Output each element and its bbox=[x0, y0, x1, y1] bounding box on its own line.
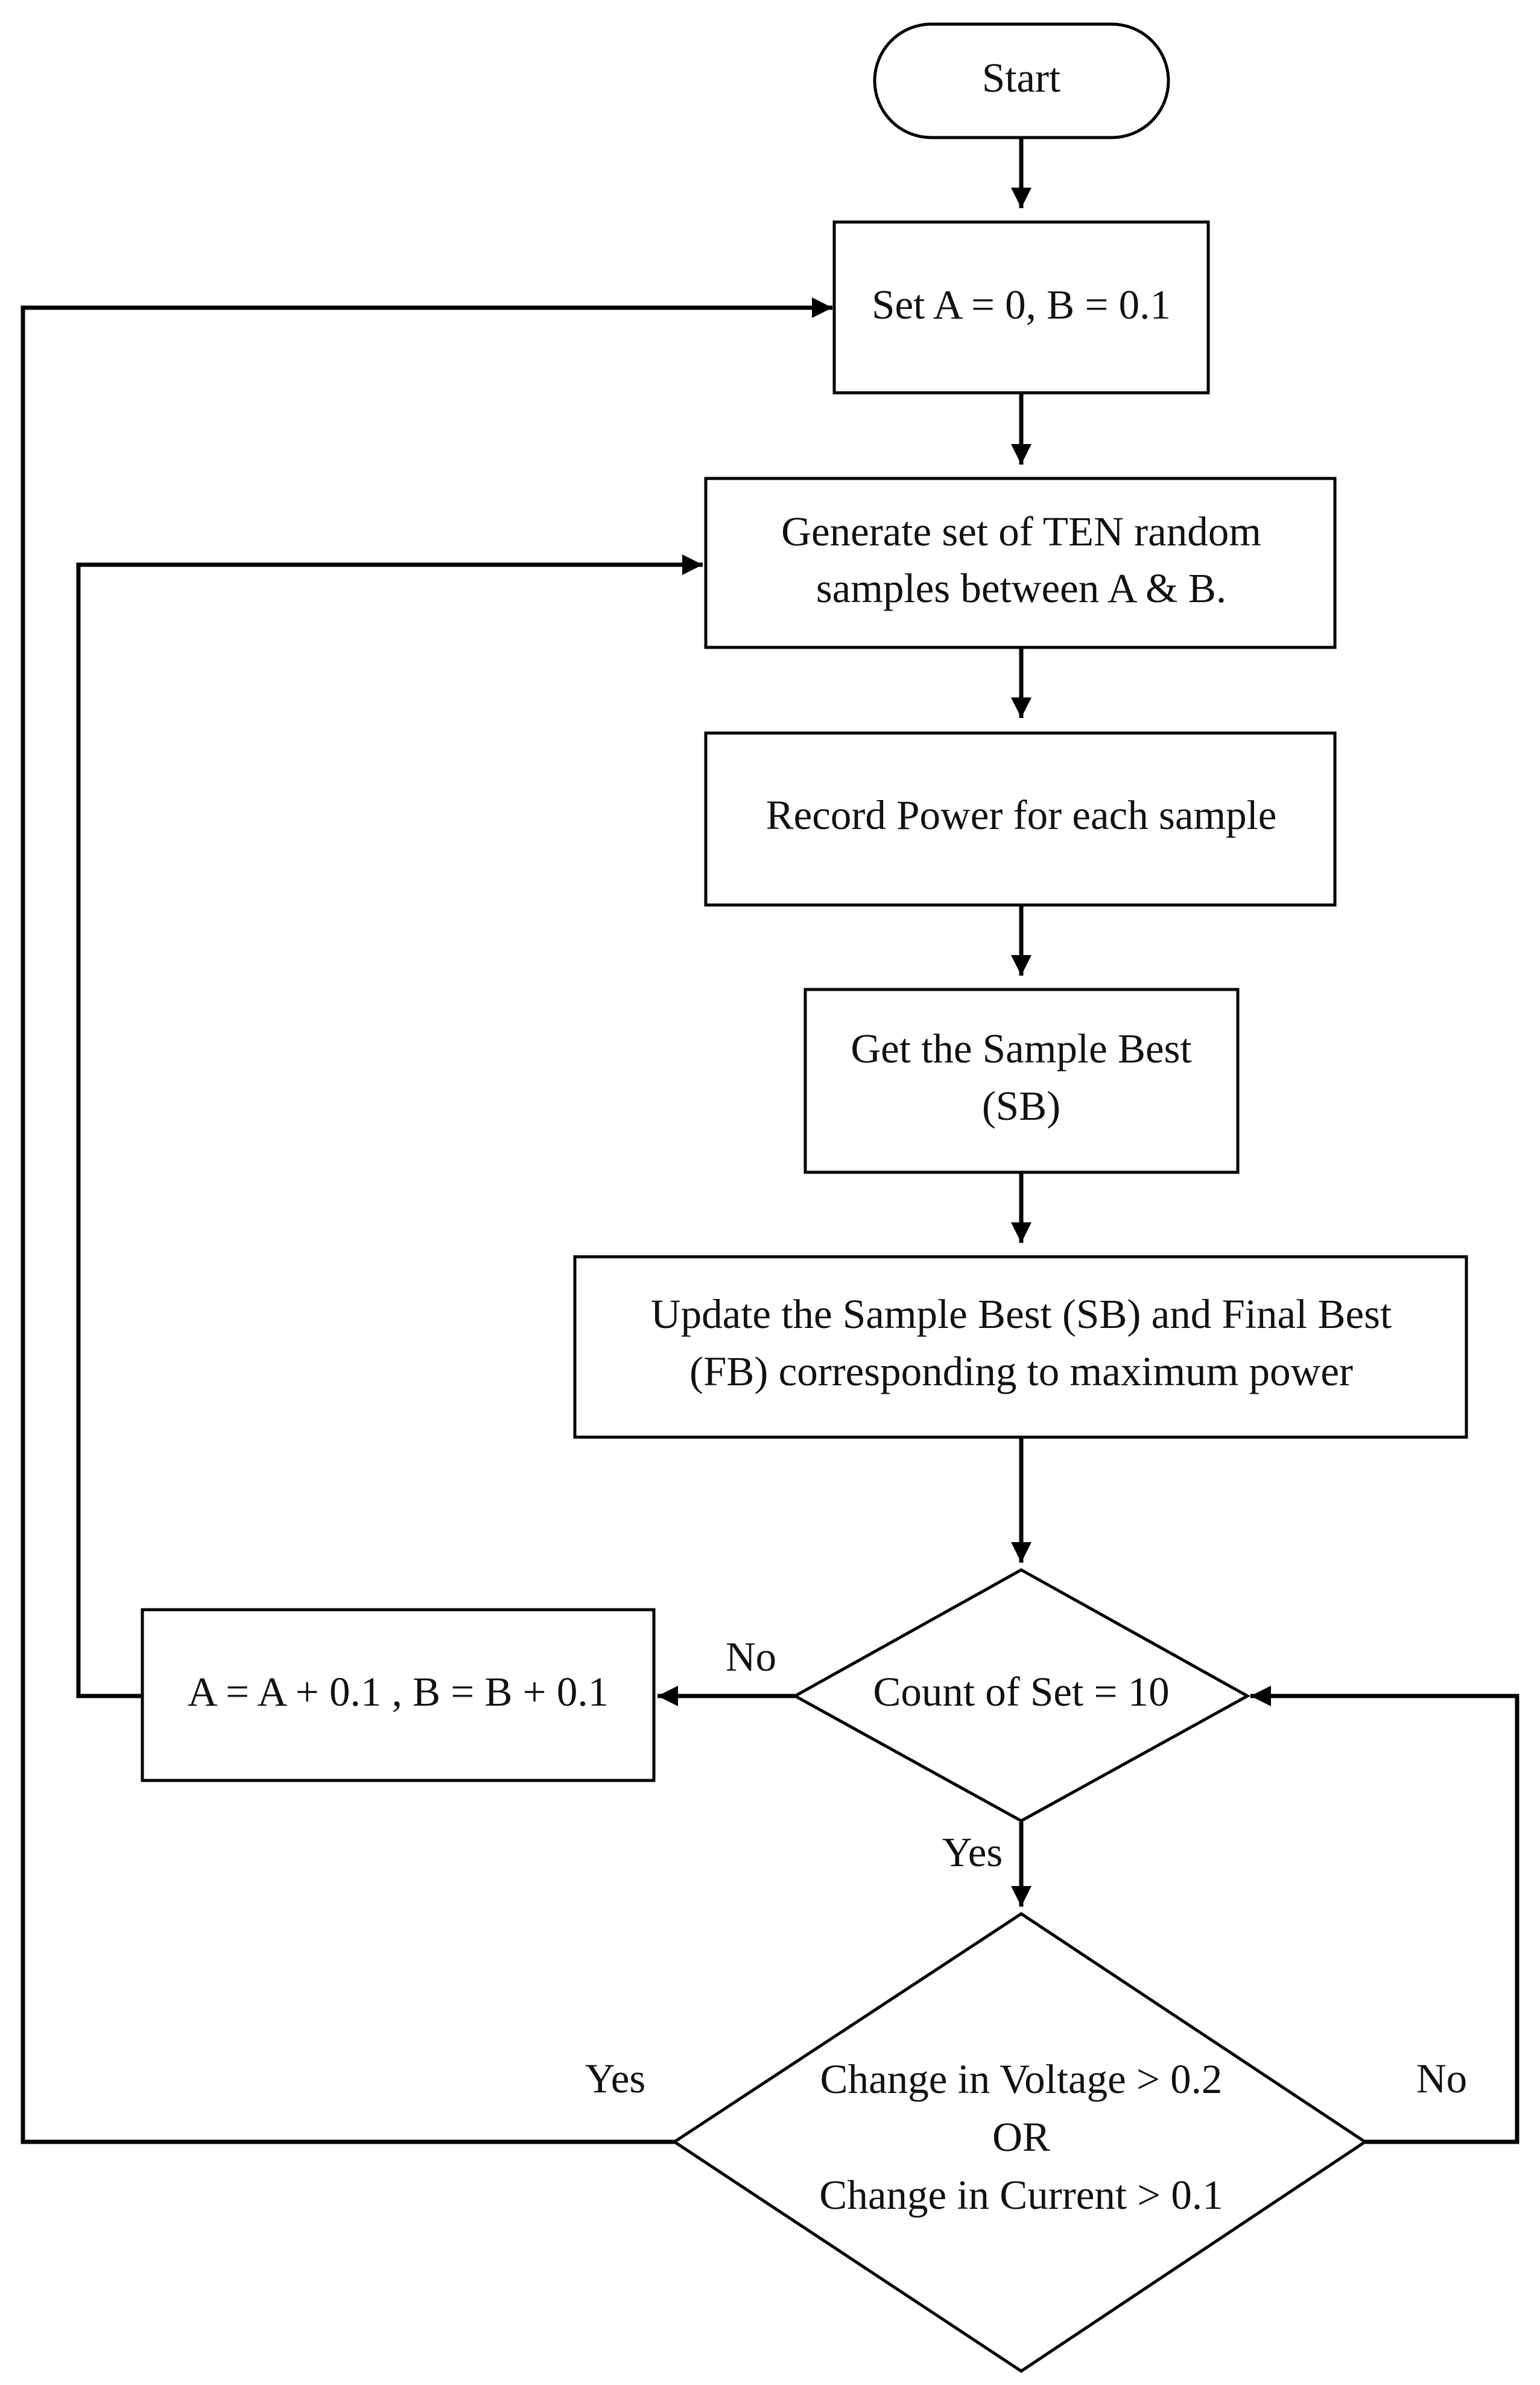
set-ab-label: Set A = 0, B = 0.1 bbox=[872, 282, 1171, 328]
start-label: Start bbox=[982, 55, 1060, 101]
increment-label: A = A + 0.1 , B = B + 0.1 bbox=[188, 1669, 609, 1715]
increment-node: A = A + 0.1 , B = B + 0.1 bbox=[141, 1608, 656, 1782]
count-no-label: No bbox=[726, 1634, 776, 1680]
change-decision-label-line-3: Change in Current > 0.1 bbox=[819, 2172, 1223, 2218]
count-decision-node: Count of Set = 10 bbox=[791, 1568, 1251, 1823]
arrow-change-no-loop-to-count bbox=[1250, 1686, 1519, 2144]
change-no-label: No bbox=[1416, 2056, 1467, 2101]
count-yes-label: Yes bbox=[942, 1829, 1003, 1875]
record-node: Record Power for each sample bbox=[704, 731, 1337, 907]
generate-node: Generate set of TEN random samples betwe… bbox=[704, 477, 1337, 649]
change-decision-node: Change in Voltage > 0.2 OR Change in Cur… bbox=[671, 1912, 1368, 2374]
arrow-change-yes-loop-to-set bbox=[21, 297, 832, 2144]
record-label: Record Power for each sample bbox=[766, 792, 1277, 838]
get-best-node: Get the Sample Best (SB) bbox=[803, 988, 1240, 1174]
get-best-label-line-2: (SB) bbox=[982, 1083, 1060, 1129]
start-node: Start bbox=[873, 22, 1170, 139]
connectors bbox=[21, 139, 1519, 2144]
count-decision-label: Count of Set = 10 bbox=[873, 1669, 1169, 1715]
update-label-line-2: (FB) corresponding to maximum power bbox=[689, 1348, 1353, 1394]
set-ab-node: Set A = 0, B = 0.1 bbox=[832, 220, 1210, 395]
generate-label-line-1: Generate set of TEN random bbox=[781, 509, 1261, 554]
change-decision-label-line-2: OR bbox=[992, 2114, 1050, 2160]
change-decision-label-line-1: Change in Voltage > 0.2 bbox=[820, 2056, 1223, 2102]
change-yes-label: Yes bbox=[585, 2056, 645, 2101]
update-label-line-1: Update the Sample Best (SB) and Final Be… bbox=[651, 1291, 1392, 1337]
arrow-increment-loop-to-generate bbox=[76, 554, 703, 1698]
get-best-label-line-1: Get the Sample Best bbox=[851, 1026, 1191, 1072]
branch-labels: No Yes Yes No bbox=[585, 1634, 1467, 2101]
update-node: Update the Sample Best (SB) and Final Be… bbox=[573, 1255, 1468, 1439]
generate-label-line-2: samples between A & B. bbox=[816, 565, 1226, 611]
